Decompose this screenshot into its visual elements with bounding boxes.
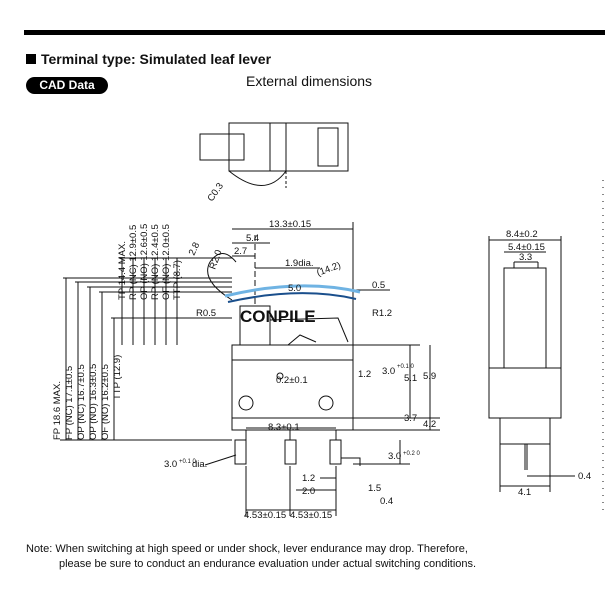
label-2-7: 2.7 xyxy=(234,246,247,257)
label-2-0: 2.0 xyxy=(302,486,315,497)
label-1-2-bottom: 1.2 xyxy=(302,473,315,484)
label-8-3: 8.3±0.1 xyxy=(268,422,300,433)
label-0-4-side: 0.4 xyxy=(578,471,591,482)
label-hole-tol: +0.1 0 xyxy=(179,459,197,465)
label-14-2: (14.2) xyxy=(315,260,342,279)
label-rp-no: RP (NO) 12.4±0.5 xyxy=(150,224,161,300)
label-op-nc: OP (NC) 16.7±0.5 xyxy=(76,364,87,440)
cad-data-badge[interactable]: CAD Data xyxy=(26,77,108,94)
label-1-9-dia: 1.9dia. xyxy=(285,258,314,269)
endurance-note: Note: When switching at high speed or un… xyxy=(26,542,476,572)
label-rp-nc: RP (NC) 12.9±0.5 xyxy=(128,225,139,300)
label-c03: C0.3 xyxy=(205,181,226,204)
label-ttp: TTP (8.7) xyxy=(172,260,183,300)
label-of-no-upper: OF (NO) 12.0±0.5 xyxy=(161,224,172,300)
note-line-2: please be sure to conduct an endurance e… xyxy=(59,558,477,570)
watermark-text: CONPILE xyxy=(240,307,316,326)
label-5-9: 5.9 xyxy=(423,371,436,382)
square-bullet-icon xyxy=(26,54,36,64)
label-1-2-right: 1.2 xyxy=(358,369,371,380)
front-view xyxy=(60,222,440,516)
section-heading: Terminal type: Simulated leaf lever xyxy=(26,51,271,67)
label-0-2: 0.2±0.1 xyxy=(276,375,308,386)
label-5-1: 5.1 xyxy=(404,373,417,384)
label-r0-5: R0.5 xyxy=(196,308,216,319)
label-of-no-lower: OF (NO) 16.2±0.5 xyxy=(100,364,111,440)
watermark-logo: CONPILE xyxy=(224,284,361,326)
label-3-0-bottom: 3.0 xyxy=(388,451,401,462)
label-4-53-left: 4.53±0.15 xyxy=(244,510,286,521)
label-op-no-upper: OP (NO) 12.6±0.5 xyxy=(139,224,150,300)
label-5-0: 5.0 xyxy=(288,283,301,294)
top-rule xyxy=(24,30,605,35)
label-hole-suffix: dia. xyxy=(192,459,207,470)
label-ttp-12-9: TTP (12.9) xyxy=(112,355,123,400)
side-view xyxy=(488,180,604,510)
label-r2-0: R2.0 xyxy=(207,248,224,271)
label-fp-nc: FP (NC) 17.1±0.5 xyxy=(64,366,75,440)
label-tp: TP 14.4 MAX. xyxy=(117,241,128,300)
label-3-7: 3.7 xyxy=(404,413,417,424)
label-0-5-top: 0.5 xyxy=(372,280,385,291)
note-line-1: Note: When switching at high speed or un… xyxy=(26,543,468,555)
label-3-0-right: 3.0 xyxy=(382,366,395,377)
label-3-0-bottom-tol: +0.2 0 xyxy=(403,451,421,457)
section-title: Terminal type: Simulated leaf lever xyxy=(41,51,272,67)
label-8-4: 8.4±0.2 xyxy=(506,229,538,240)
label-hole: 3.0 xyxy=(164,459,177,470)
drawing-title: External dimensions xyxy=(246,73,373,89)
label-op-no-lower: OP (NO) 16.3±0.5 xyxy=(88,364,99,440)
label-4-1: 4.1 xyxy=(518,487,531,498)
label-5-4: 5.4 xyxy=(246,233,259,244)
top-view xyxy=(199,122,349,188)
label-fp: FP 18.6 MAX. xyxy=(52,381,63,440)
label-5-4-side: 5.4±0.15 xyxy=(508,242,545,253)
label-4-2: 4.2 xyxy=(423,419,436,430)
label-3-0-right-tol: +0.1 0 xyxy=(397,364,415,370)
label-4-53-right: 4.53±0.15 xyxy=(290,510,332,521)
label-3-3: 3.3 xyxy=(519,252,532,263)
label-r1-2: R1.2 xyxy=(372,308,392,319)
label-1-5: 1.5 xyxy=(368,483,381,494)
label-0-4-bottom: 0.4 xyxy=(380,496,393,507)
label-13-3: 13.3±0.15 xyxy=(269,219,311,230)
label-2-8: 2.8 xyxy=(187,241,203,258)
